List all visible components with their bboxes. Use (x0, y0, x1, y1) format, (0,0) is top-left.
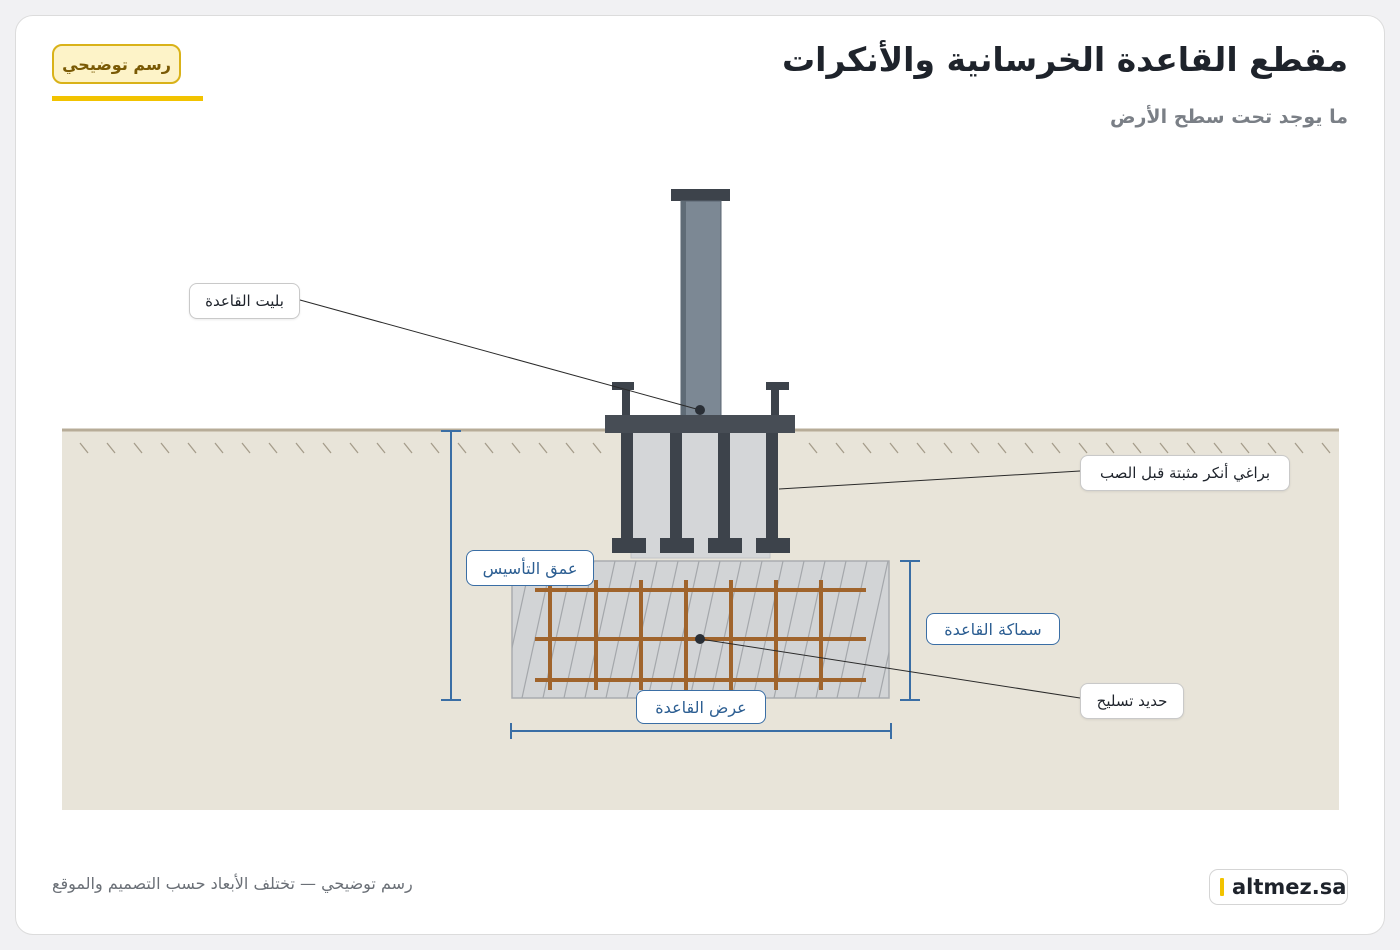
leader-lines (299, 299, 1081, 699)
brand-badge[interactable]: altmez.sa (1209, 869, 1348, 905)
page-subtitle: ما يوجد تحت سطح الأرض (1109, 106, 1348, 128)
footer-note: رسم توضيحي — تختلف الأبعاد حسب التصميم و… (52, 874, 413, 893)
foundation-depth-dimension (441, 430, 461, 701)
base-plate (605, 415, 795, 433)
steel-column (680, 200, 722, 417)
anchor-bolts-label: براغي أنكر مثبتة قبل الصب (1080, 455, 1290, 491)
foundation-depth-label: عمق التأسيس (466, 550, 594, 586)
badge-underline (52, 96, 203, 101)
page-title: مقطع القاعدة الخرسانية والأنكرات (782, 40, 1348, 79)
rebar-label: حديد تسليح (1080, 683, 1184, 719)
footing-width-dimension (510, 723, 892, 739)
steel-column-flange (671, 189, 730, 201)
brand-accent-bar (1220, 878, 1224, 896)
anchor-bolts (612, 382, 790, 553)
footing-thickness-dimension (900, 560, 920, 701)
base-plate-marker (695, 405, 705, 415)
brand-text: altmez.sa (1232, 875, 1347, 899)
rebar-marker (695, 634, 705, 644)
base-plate-label: بليت القاعدة (189, 283, 300, 319)
footing-width-label: عرض القاعدة (636, 690, 766, 724)
concrete-pedestal (630, 429, 771, 559)
footing-thickness-label: سماكة القاعدة (926, 613, 1060, 645)
illustration-badge: رسم توضيحي (52, 44, 181, 84)
ground-hatching (79, 442, 1331, 454)
